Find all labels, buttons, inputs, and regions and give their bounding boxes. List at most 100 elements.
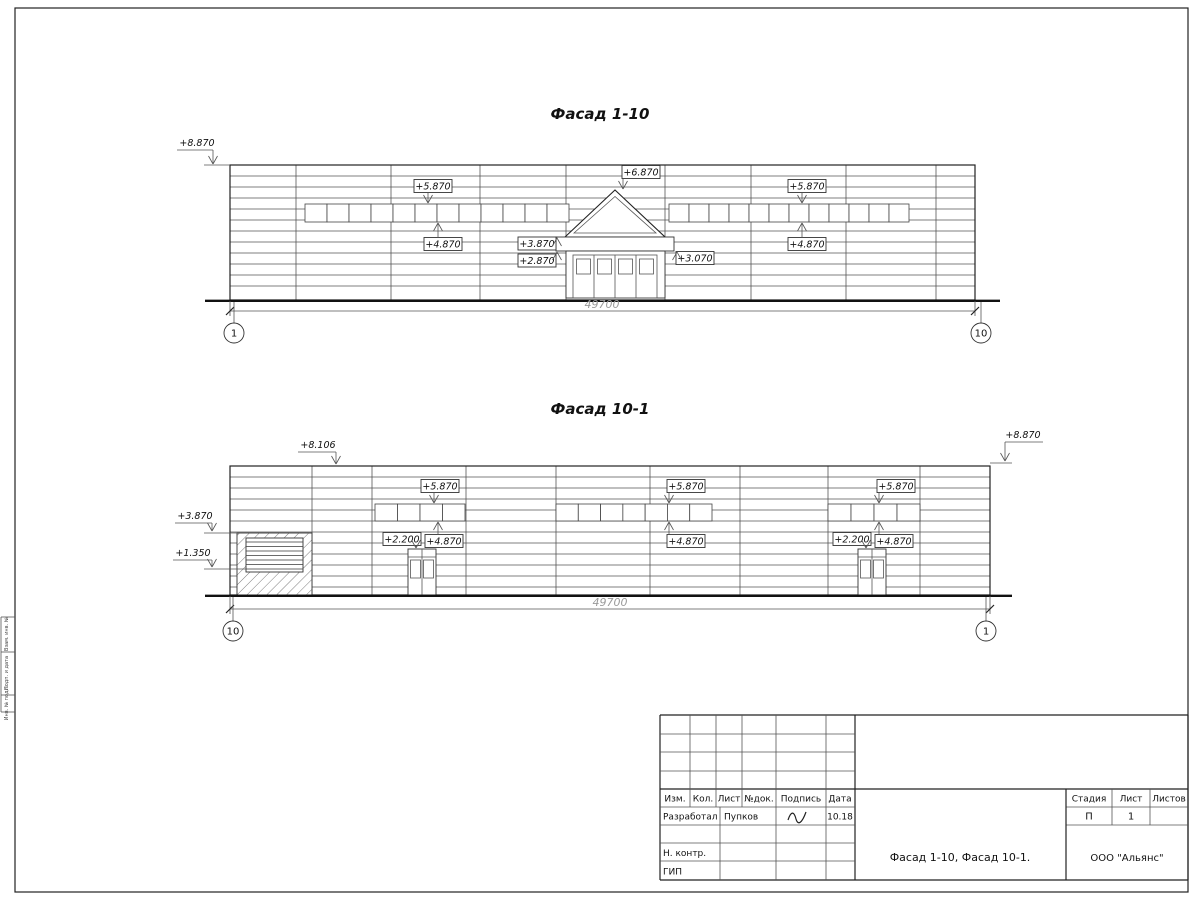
mark-box — [666, 534, 706, 548]
mark-box — [382, 532, 422, 546]
window-pane — [667, 503, 691, 522]
title-block-grid — [659, 714, 1189, 881]
elevation-mark: +6.870 — [623, 168, 658, 179]
elevation-mark: +8.106 — [300, 440, 335, 451]
louver-lines — [246, 538, 303, 572]
window-pane — [888, 203, 910, 223]
window-pane — [808, 203, 830, 223]
cad-line — [878, 494, 884, 504]
door-glazing — [873, 559, 884, 579]
window-pane — [668, 203, 690, 223]
cad-line — [433, 222, 439, 232]
elevation-marks: +8.870+5.870+6.870+5.870+4.870+3.870+2.8… — [177, 138, 827, 268]
window-pane — [688, 203, 710, 223]
cad-line — [207, 522, 213, 532]
axis-bubble — [970, 322, 992, 344]
stamp-stage-label: Стадия — [1072, 795, 1107, 805]
door-glazing — [618, 258, 633, 275]
door-glazing — [860, 559, 871, 579]
window-pane — [546, 203, 570, 223]
facade-1-10-building — [204, 164, 1000, 302]
cad-line — [874, 494, 880, 504]
facade-1-10-axes: 1 10 — [223, 302, 992, 344]
title-block: Изм. Кол. Лист №док. Подпись Дата Разраб… — [659, 714, 1189, 881]
window-pane — [768, 203, 790, 223]
window-pane — [577, 503, 601, 522]
stamp-developed-date: 10.18 — [827, 813, 853, 823]
stamp-sheet-label: Лист — [1120, 795, 1143, 805]
axis-label-left: 1 — [231, 329, 237, 340]
window-pane — [436, 203, 460, 223]
cad-line — [423, 194, 429, 204]
door-glazing — [639, 258, 654, 275]
cad-line — [212, 155, 218, 165]
facade-10-1-axes: 10 1 — [222, 597, 997, 642]
window-pane — [502, 203, 526, 223]
stamp-doc-title: Фасад 1-10, Фасад 10-1. — [890, 851, 1031, 864]
signature — [787, 811, 807, 824]
elevation-mark: +5.870 — [668, 482, 703, 493]
mark-box — [874, 534, 914, 548]
window-pane — [524, 203, 548, 223]
side-label-vzam: Взам. инв. № — [4, 616, 10, 651]
dimension-value: 49700 — [593, 596, 628, 609]
window-pane — [828, 203, 850, 223]
cad-line — [552, 251, 558, 261]
mark-box — [517, 236, 557, 251]
side-label-inv: Инв. № подл. — [4, 685, 10, 720]
cad-line — [676, 251, 682, 261]
window-pane — [392, 203, 416, 223]
facade-10-1-building — [204, 462, 1012, 597]
cad-line — [552, 237, 558, 247]
window-pane — [708, 203, 730, 223]
mark-box — [413, 179, 453, 193]
cad-line — [672, 251, 678, 261]
stamp-col-date: Дата — [828, 795, 851, 805]
entrance-bay — [565, 250, 666, 299]
elevation-marks: +8.106+8.870+3.870+1.350+5.870+5.870+5.8… — [173, 430, 1043, 568]
cad-line — [556, 237, 562, 247]
cad-line — [427, 194, 433, 204]
cad-line — [874, 521, 880, 531]
frame-border — [14, 7, 1189, 893]
cad-line — [664, 521, 670, 531]
axis-bubble — [975, 620, 997, 642]
dimension-tick — [970, 306, 980, 316]
cad-line — [1004, 452, 1010, 462]
cad-line — [335, 455, 341, 465]
window-strips — [304, 203, 910, 223]
cad-line — [861, 539, 867, 549]
window-pane — [748, 203, 770, 223]
cad-line — [664, 494, 670, 504]
cad-line — [207, 558, 213, 568]
cad-line — [415, 539, 421, 549]
elevation-mark: +2.870 — [519, 256, 554, 267]
elevation-mark: +2.200 — [384, 535, 419, 546]
cad-line — [1000, 452, 1006, 462]
elevation-mark: +3.870 — [519, 239, 554, 250]
cad-line — [801, 222, 807, 232]
cad-line — [211, 522, 217, 532]
elevation-mark: +2.200 — [834, 535, 869, 546]
cad-line — [622, 180, 628, 190]
mark-box — [420, 479, 460, 493]
mark-box — [787, 237, 827, 251]
dimension-value: 49700 — [585, 298, 620, 311]
elevation-mark: +4.870 — [425, 240, 460, 251]
stamp-col-sign: Подпись — [781, 795, 821, 805]
window-pane — [788, 203, 810, 223]
cad-line — [797, 222, 803, 232]
window-pane — [689, 503, 713, 522]
window-pane — [850, 503, 875, 522]
window-pane — [480, 203, 504, 223]
window-pane — [304, 203, 328, 223]
door-glazing — [423, 559, 434, 579]
window-pane — [873, 503, 898, 522]
dimension-tick — [985, 604, 995, 614]
stamp-sheet-value: 1 — [1128, 812, 1134, 823]
axis-bubble — [223, 322, 245, 344]
facade-10-1-dimension: 49700 — [225, 596, 995, 614]
stamp-developed-name: Пупков — [724, 813, 758, 823]
door-glazing — [597, 258, 612, 275]
